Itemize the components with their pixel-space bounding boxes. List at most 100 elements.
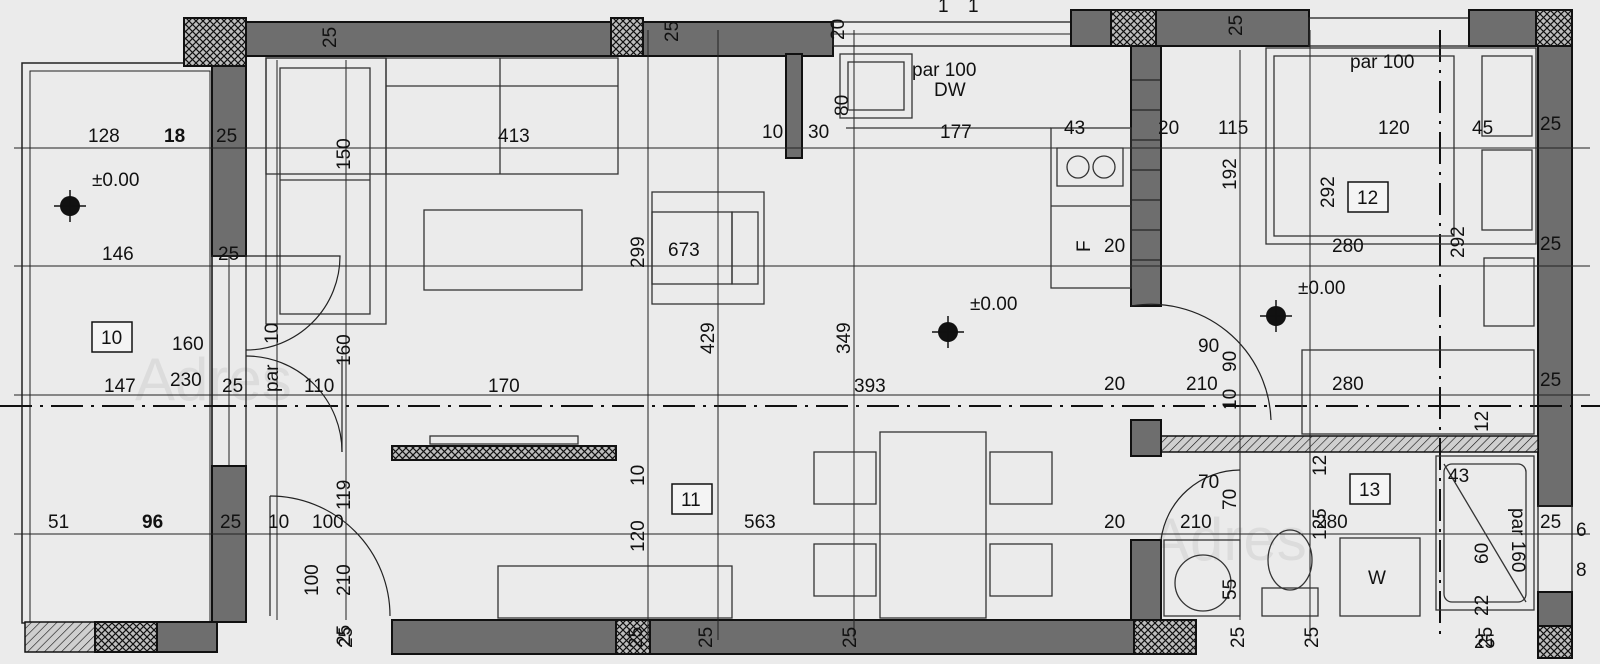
svg-text:170: 170 [488, 376, 520, 397]
svg-text:128: 128 [88, 126, 120, 147]
sideboard [497, 565, 733, 619]
room-tag-10: 10 [91, 321, 133, 353]
svg-text:12: 12 [1472, 411, 1493, 432]
svg-text:393: 393 [854, 376, 886, 397]
svg-text:110: 110 [304, 376, 334, 397]
door-par-label: par [262, 364, 283, 392]
svg-text:280: 280 [1332, 236, 1364, 257]
svg-text:210: 210 [1186, 374, 1218, 395]
watermark: Adres [135, 346, 292, 413]
kitchen-counter [846, 127, 1132, 289]
level-marker-icon [932, 316, 964, 348]
svg-text:12: 12 [1357, 188, 1378, 209]
svg-text:25: 25 [1474, 632, 1495, 653]
svg-text:25: 25 [840, 627, 861, 648]
svg-text:25: 25 [1302, 627, 1323, 648]
svg-text:1: 1 [938, 0, 949, 17]
svg-text:20: 20 [1104, 512, 1125, 533]
svg-text:120: 120 [1378, 118, 1410, 139]
room-tag-11: 11 [671, 483, 713, 515]
level-label: ±0.00 [970, 294, 1017, 315]
svg-text:150: 150 [334, 138, 355, 170]
svg-text:146: 146 [102, 244, 134, 265]
svg-text:25: 25 [662, 21, 683, 42]
bathroom-fixtures [1163, 455, 1535, 617]
level-marker-icon [1260, 300, 1292, 332]
dining-set [813, 431, 1053, 619]
svg-text:299: 299 [628, 236, 649, 268]
svg-text:413: 413 [498, 126, 530, 147]
dimension-labels: 128 18 25 146 25 160 230 147 25 110 51 9… [48, 0, 1587, 653]
svg-text:6: 6 [1576, 520, 1587, 541]
svg-text:43: 43 [1064, 118, 1085, 139]
level-label: ±0.00 [1298, 278, 1345, 299]
doors [245, 255, 1272, 617]
dimension-lines [14, 30, 1590, 640]
svg-text:230: 230 [170, 370, 202, 391]
svg-text:25: 25 [696, 627, 717, 648]
svg-text:100: 100 [302, 564, 323, 596]
svg-text:673: 673 [668, 240, 700, 261]
svg-text:20: 20 [1104, 236, 1125, 257]
svg-text:20: 20 [1104, 374, 1125, 395]
coffee-table [423, 209, 583, 291]
level-marker-icon [54, 190, 86, 222]
balcony-outline [21, 62, 218, 653]
nightstand [1483, 257, 1535, 327]
room-tag-12: 12 [1347, 181, 1389, 213]
svg-text:25: 25 [1540, 370, 1561, 391]
bathtub-label: par 160 [1507, 508, 1528, 572]
svg-text:20: 20 [1158, 118, 1179, 139]
tv-unit [391, 445, 617, 461]
svg-text:280: 280 [1332, 374, 1364, 395]
armchair [651, 191, 765, 305]
svg-text:25: 25 [1476, 627, 1497, 648]
svg-text:125: 125 [1310, 508, 1331, 540]
svg-text:192: 192 [1220, 158, 1241, 190]
svg-text:30: 30 [808, 122, 829, 143]
svg-text:10: 10 [262, 323, 283, 344]
dishwasher [839, 53, 913, 119]
svg-text:90: 90 [1198, 336, 1219, 357]
svg-text:55: 55 [1220, 579, 1241, 600]
svg-text:8: 8 [1576, 560, 1587, 581]
svg-text:90: 90 [1220, 351, 1241, 372]
svg-text:10: 10 [1220, 389, 1241, 410]
bed [1265, 47, 1537, 245]
svg-text:115: 115 [1218, 118, 1248, 139]
svg-text:25: 25 [626, 627, 647, 648]
svg-text:1: 1 [968, 0, 979, 17]
bed-label: par 100 [1350, 52, 1414, 73]
svg-text:292: 292 [1448, 226, 1469, 258]
svg-text:18: 18 [164, 126, 185, 147]
svg-text:349: 349 [834, 322, 855, 354]
svg-text:96: 96 [142, 512, 163, 533]
svg-text:10: 10 [628, 465, 649, 486]
svg-text:10: 10 [268, 512, 289, 533]
svg-text:292: 292 [1318, 176, 1339, 208]
dishwasher-code: DW [934, 80, 966, 101]
washer-label: W [1368, 568, 1386, 589]
svg-text:25: 25 [1540, 512, 1561, 533]
svg-text:10: 10 [762, 122, 783, 143]
svg-text:25: 25 [336, 627, 357, 648]
room-tag-13: 13 [1349, 473, 1391, 505]
fridge-label: F [1074, 240, 1095, 252]
level-label: ±0.00 [92, 170, 139, 191]
svg-text:119: 119 [334, 480, 355, 510]
svg-text:429: 429 [698, 322, 719, 354]
svg-text:100: 100 [312, 512, 344, 533]
svg-text:25: 25 [222, 376, 243, 397]
svg-text:10: 10 [101, 328, 122, 349]
svg-text:22: 22 [1472, 595, 1493, 616]
svg-text:51: 51 [48, 512, 69, 533]
svg-text:25: 25 [218, 244, 239, 265]
svg-text:60: 60 [1472, 543, 1493, 564]
svg-text:25: 25 [1540, 114, 1561, 135]
svg-text:210: 210 [334, 564, 355, 596]
svg-text:25: 25 [320, 27, 341, 48]
svg-text:45: 45 [1472, 118, 1493, 139]
dimension-labels-vertical: 150 10 160 299 429 349 80 90 10 120 10 1… [262, 95, 1493, 646]
tv [429, 435, 579, 445]
